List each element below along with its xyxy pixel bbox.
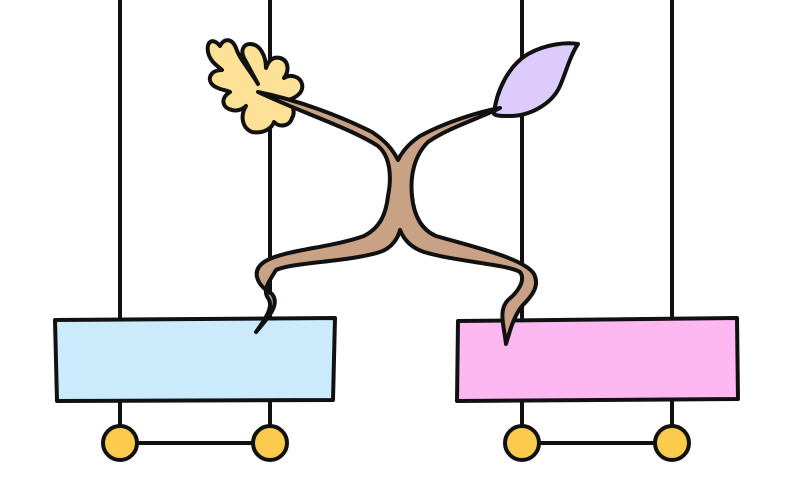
knob-left-inner	[251, 424, 289, 462]
knob-right-outer	[653, 424, 691, 462]
right-panel	[455, 316, 740, 403]
knob-left-outer	[101, 424, 139, 462]
lower-frame	[118, 398, 674, 445]
knob-right-inner	[503, 424, 541, 462]
intertwined-branch-icon	[254, 90, 539, 346]
left-panel	[53, 316, 337, 403]
oak-leaf-icon	[205, 38, 305, 135]
knobs	[101, 424, 691, 462]
leaf-icon	[492, 41, 580, 118]
